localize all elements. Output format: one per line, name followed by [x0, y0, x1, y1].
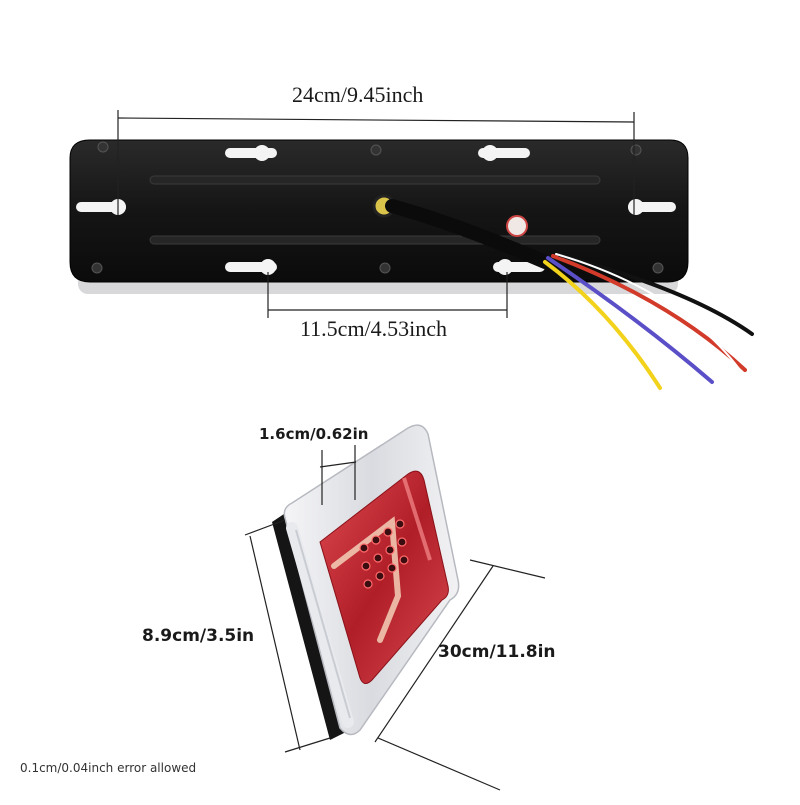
dimension-label-length: 30cm/11.8in: [438, 642, 556, 662]
dimension-label-thickness: 1.6cm/0.62in: [259, 425, 369, 443]
wire-bundle: [385, 199, 754, 390]
dimension-lines-top: [117, 110, 635, 318]
dimension-label-hole-spacing: 11.5cm/4.53inch: [300, 316, 448, 341]
lamp-front: [272, 424, 460, 740]
back-plate: [69, 139, 689, 294]
dimension-label-width: 24cm/9.45inch: [292, 82, 424, 107]
tolerance-note: 0.1cm/0.04inch error allowed: [20, 761, 197, 775]
dimension-label-height: 8.9cm/3.5in: [142, 626, 255, 646]
dimension-lines-bottom: [244, 445, 546, 791]
